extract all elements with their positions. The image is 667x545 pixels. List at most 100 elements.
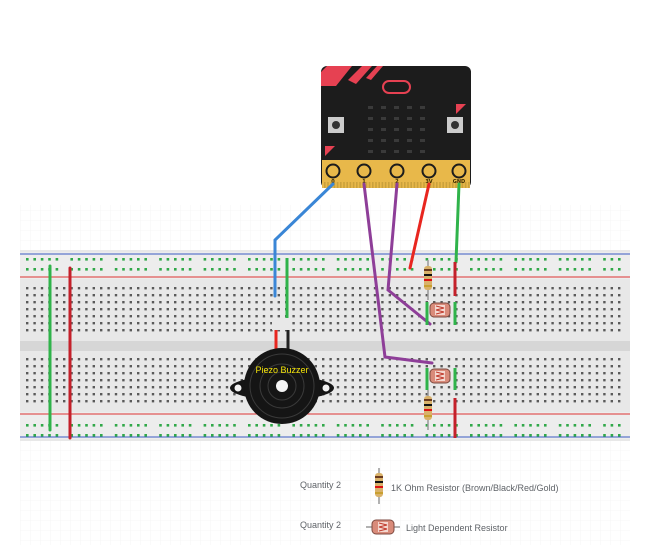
breadboard-hole bbox=[248, 294, 251, 297]
breadboard-hole bbox=[55, 301, 58, 304]
breadboard-hole bbox=[418, 386, 421, 389]
rail-hole bbox=[573, 258, 577, 261]
breadboard-hole bbox=[536, 315, 539, 318]
rail-hole bbox=[359, 258, 362, 261]
breadboard-hole bbox=[122, 329, 125, 332]
pin-0-pad[interactable] bbox=[325, 163, 341, 179]
breadboard-hole bbox=[433, 301, 436, 304]
breadboard-hole bbox=[100, 308, 103, 311]
breadboard-hole bbox=[344, 365, 347, 368]
breadboard-hole bbox=[174, 294, 177, 297]
led-pixel bbox=[381, 150, 386, 153]
edge-tooth bbox=[372, 182, 374, 188]
breadboard-hole bbox=[166, 379, 169, 382]
breadboard-hole bbox=[588, 294, 591, 297]
breadboard-hole bbox=[233, 308, 236, 311]
breadboard-hole bbox=[255, 315, 258, 318]
breadboard-hole bbox=[418, 322, 421, 325]
button-b-cap[interactable] bbox=[451, 121, 459, 129]
breadboard-hole bbox=[418, 379, 421, 382]
rail-hole bbox=[307, 268, 310, 271]
breadboard-hole bbox=[114, 294, 118, 297]
breadboard-hole bbox=[122, 301, 125, 304]
breadboard-hole bbox=[544, 379, 547, 382]
breadboard-hole bbox=[351, 400, 354, 403]
breadboard-hole bbox=[551, 322, 554, 325]
ldr-bottom[interactable] bbox=[429, 368, 451, 384]
piezo-buzzer[interactable]: Piezo Buzzer bbox=[230, 318, 334, 424]
breadboard-hole bbox=[403, 322, 406, 325]
rail-hole bbox=[581, 258, 584, 261]
breadboard-hole bbox=[351, 393, 354, 396]
pin-2-pad[interactable] bbox=[389, 163, 405, 179]
breadboard-hole bbox=[85, 400, 88, 403]
breadboard-hole bbox=[551, 393, 554, 396]
breadboard-hole bbox=[166, 315, 169, 318]
breadboard-hole bbox=[425, 329, 428, 332]
rail-hole bbox=[403, 258, 406, 261]
resistor-top[interactable] bbox=[424, 260, 432, 300]
breadboard-hole bbox=[470, 329, 473, 332]
breadboard-hole bbox=[410, 322, 414, 325]
breadboard-hole bbox=[188, 301, 192, 304]
rail-hole bbox=[26, 434, 29, 437]
led-pixel bbox=[407, 139, 412, 142]
rail-hole bbox=[55, 424, 59, 427]
edge-tooth bbox=[461, 182, 464, 188]
breadboard-hole bbox=[240, 301, 243, 304]
rail-hole bbox=[536, 434, 540, 437]
breadboard-hole bbox=[218, 365, 221, 368]
rail-hole bbox=[314, 258, 318, 261]
breadboard-hole bbox=[211, 386, 214, 389]
breadboard-hole bbox=[536, 386, 539, 389]
breadboard-hole bbox=[359, 393, 362, 396]
pin-1-pad[interactable] bbox=[356, 163, 372, 179]
wire-purple-pin1[interactable] bbox=[362, 182, 434, 365]
rail-hole bbox=[492, 424, 495, 427]
breadboard-hole bbox=[166, 372, 169, 375]
breadboard-hole bbox=[507, 294, 510, 297]
breadboard-hole bbox=[403, 400, 406, 403]
wire-red-3v[interactable] bbox=[408, 182, 431, 270]
breadboard-hole bbox=[588, 315, 591, 318]
rail-hole bbox=[203, 258, 207, 261]
breadboard-hole bbox=[218, 386, 221, 389]
breadboard-hole bbox=[603, 372, 606, 375]
wire-blue-pin0[interactable] bbox=[273, 182, 335, 298]
breadboard-hole bbox=[581, 287, 584, 290]
breadboard-hole bbox=[40, 322, 44, 325]
breadboard-hole bbox=[396, 400, 399, 403]
wire-green-gnd[interactable] bbox=[454, 182, 461, 264]
breadboard-hole bbox=[373, 379, 377, 382]
wire-purple-pin2[interactable] bbox=[386, 182, 432, 326]
breadboard-hole bbox=[129, 301, 132, 304]
rail-hole bbox=[573, 424, 577, 427]
pin-3v-pad[interactable] bbox=[421, 163, 437, 179]
breadboard-hole bbox=[373, 365, 377, 368]
pin-gnd-pad[interactable] bbox=[451, 163, 467, 179]
rail-hole bbox=[218, 424, 221, 427]
breadboard-hole bbox=[144, 386, 147, 389]
rail-hole bbox=[521, 268, 525, 271]
breadboard-hole bbox=[240, 322, 243, 325]
breadboard-hole bbox=[499, 322, 502, 325]
breadboard-hole bbox=[322, 400, 325, 403]
breadboard-hole bbox=[26, 393, 29, 396]
breadboard-hole bbox=[336, 329, 340, 332]
breadboard-hole bbox=[359, 400, 362, 403]
ldr-top[interactable] bbox=[429, 302, 451, 318]
rail-hole bbox=[40, 424, 44, 427]
breadboard-hole bbox=[225, 400, 229, 403]
breadboard-hole bbox=[558, 315, 562, 318]
edge-tooth bbox=[452, 182, 454, 188]
breadboard-hole bbox=[314, 365, 317, 368]
breadboard-hole bbox=[529, 329, 532, 332]
edge-tooth bbox=[455, 182, 457, 188]
breadboard-hole bbox=[292, 294, 295, 297]
button-a-cap[interactable] bbox=[332, 121, 340, 129]
resistor-bottom[interactable] bbox=[424, 390, 432, 430]
breadboard-hole bbox=[196, 372, 199, 375]
rail-hole bbox=[396, 424, 399, 427]
breadboard-hole bbox=[573, 294, 576, 297]
rail-hole bbox=[70, 434, 73, 437]
